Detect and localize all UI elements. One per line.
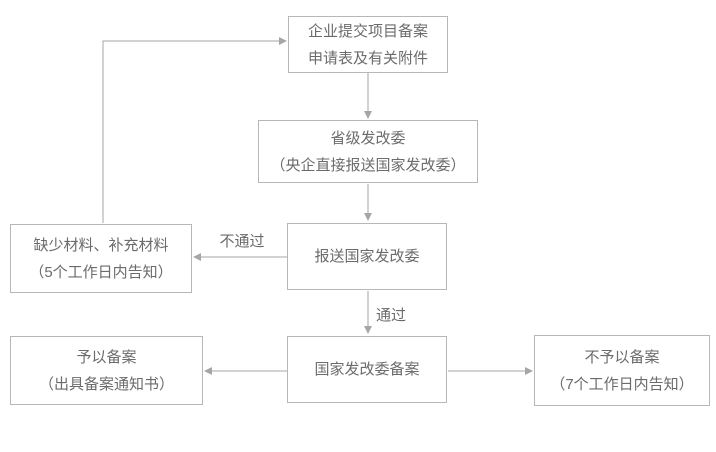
node-missing-line2: （5个工作日内告知） xyxy=(29,263,173,281)
node-missing-line1: 缺少材料、补充材料 xyxy=(33,236,169,254)
node-approve-line1: 予以备案 xyxy=(76,348,137,366)
arrow-submit-to-provincial xyxy=(364,73,372,119)
node-report-line1: 报送国家发改委 xyxy=(314,248,420,265)
node-approve-line2: （出具备案通知书） xyxy=(38,375,174,393)
node-filing-rejected: 不予以备案 （7个工作日内告知） xyxy=(534,335,710,406)
node-submit-line1: 企业提交项目备案 xyxy=(307,22,428,40)
edge-label-pass: 通过 xyxy=(376,307,407,324)
arrow-report-to-missing xyxy=(193,253,287,261)
node-reject-line1: 不予以备案 xyxy=(584,348,660,366)
node-filing-granted: 予以备案 （出具备案通知书） xyxy=(10,336,203,405)
node-provincial-line2: （央企直接报送国家发改委） xyxy=(270,156,466,174)
node-submit-application: 企业提交项目备案 申请表及有关附件 xyxy=(288,16,448,73)
arrow-filing-to-approve xyxy=(204,367,287,375)
arrow-missing-to-submit xyxy=(102,37,287,223)
node-report-to-national-drc: 报送国家发改委 xyxy=(287,223,447,290)
arrow-provincial-to-report xyxy=(364,184,372,221)
node-provincial-drc: 省级发改委 （央企直接报送国家发改委） xyxy=(258,120,478,183)
edge-label-fail: 不通过 xyxy=(219,233,265,250)
node-provincial-line1: 省级发改委 xyxy=(330,129,406,147)
node-submit-line2: 申请表及有关附件 xyxy=(307,49,428,67)
arrow-report-to-filing xyxy=(364,291,372,334)
node-national-drc-filing: 国家发改委备案 xyxy=(287,336,447,403)
node-missing-materials: 缺少材料、补充材料 （5个工作日内告知） xyxy=(10,224,192,293)
node-filing-line1: 国家发改委备案 xyxy=(314,361,420,378)
node-reject-line2: （7个工作日内告知） xyxy=(550,375,694,393)
arrow-filing-to-reject xyxy=(448,367,533,375)
